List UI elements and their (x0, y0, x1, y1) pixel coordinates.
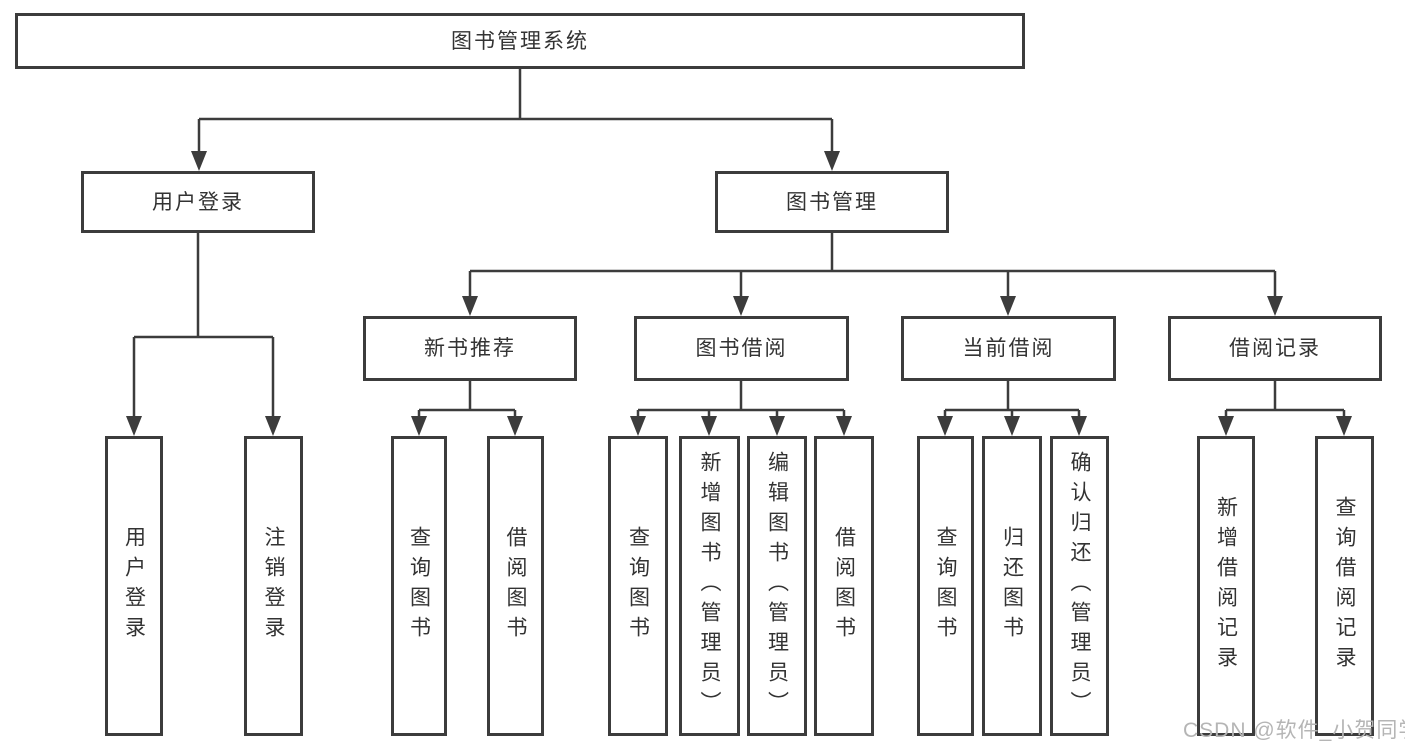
node-leaf-add-books-admin: 新增图书（管理员） (679, 436, 740, 736)
node-leaf-add-borrow-record: 新增借阅记录 (1197, 436, 1255, 736)
node-leaf-borrow-books-recommend: 借阅图书 (487, 436, 544, 736)
csdn-watermark: CSDN @软件_小贺同学 (1183, 719, 1405, 742)
arrowheads (126, 151, 1352, 436)
node-leaf-query-books-recommend: 查询图书 (391, 436, 447, 736)
node-leaf-query-books-current: 查询图书 (917, 436, 974, 736)
node-book-management-module: 图书管理 (715, 171, 949, 233)
node-leaf-return-books: 归还图书 (982, 436, 1042, 736)
node-leaf-query-books-borrowing: 查询图书 (608, 436, 668, 736)
node-leaf-query-borrow-record: 查询借阅记录 (1315, 436, 1374, 736)
node-leaf-edit-books-admin: 编辑图书（管理员） (747, 436, 807, 736)
node-leaf-user-login: 用户登录 (105, 436, 163, 736)
node-current-borrowing: 当前借阅 (901, 316, 1116, 381)
node-library-management-system: 图书管理系统 (15, 13, 1025, 69)
node-borrowing-records: 借阅记录 (1168, 316, 1382, 381)
node-user-login-module: 用户登录 (81, 171, 315, 233)
node-book-borrowing: 图书借阅 (634, 316, 849, 381)
node-new-book-recommend: 新书推荐 (363, 316, 577, 381)
node-leaf-confirm-return-admin: 确认归还（管理员） (1050, 436, 1109, 736)
node-leaf-logout: 注销登录 (244, 436, 303, 736)
node-leaf-borrow-books: 借阅图书 (814, 436, 874, 736)
